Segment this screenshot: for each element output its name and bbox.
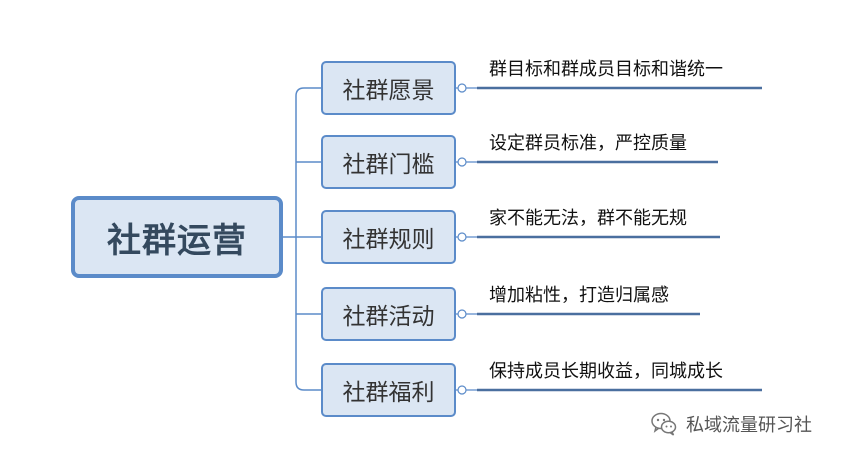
topic-node-rules[interactable]: 社群规则 [321,210,456,264]
topic-label: 社群愿景 [342,78,435,104]
root-node[interactable]: 社群运营 [71,196,283,278]
wechat-icon [651,412,677,436]
collapse-toggle-2[interactable] [457,157,467,167]
topic-description: 保持成员长期收益，同城成长 [489,361,723,382]
topic-description: 设定群员标准，严控质量 [489,133,687,154]
watermark: 私域流量研习社 [650,410,812,438]
topic-description: 家不能无法，群不能无规 [489,208,687,229]
collapse-toggle-4[interactable] [457,309,467,319]
trunk-line [295,87,321,391]
topic-node-activities[interactable]: 社群活动 [321,287,456,341]
root-label: 社群运营 [107,220,247,261]
topic-label: 社群规则 [342,227,435,253]
collapse-toggle-3[interactable] [457,232,467,242]
watermark-text: 私域流量研习社 [686,415,812,436]
topic-description: 增加粘性，打造归属感 [489,285,669,306]
topic-label: 社群福利 [342,380,435,406]
topic-node-threshold[interactable]: 社群门槛 [321,135,456,189]
topic-node-vision[interactable]: 社群愿景 [321,61,456,115]
topic-label: 社群活动 [342,304,435,330]
collapse-toggle-5[interactable] [457,385,467,395]
topic-node-benefits[interactable]: 社群福利 [321,363,456,417]
collapse-toggle-1[interactable] [457,83,467,93]
topic-description: 群目标和群成员目标和谐统一 [489,59,723,80]
topic-label: 社群门槛 [342,152,435,178]
